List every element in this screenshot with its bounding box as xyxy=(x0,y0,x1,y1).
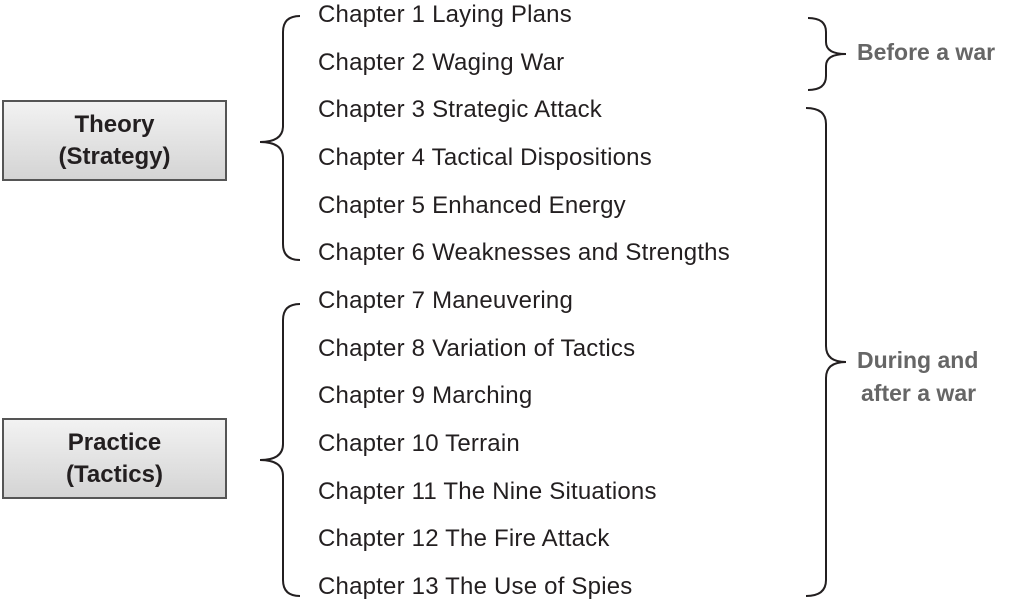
chapter-item: Chapter 5 Enhanced Energy xyxy=(318,192,626,219)
chapter-item: Chapter 13 The Use of Spies xyxy=(318,573,633,600)
chapter-item: Chapter 6 Weaknesses and Strengths xyxy=(318,239,730,266)
chapter-item: Chapter 1 Laying Plans xyxy=(318,1,572,28)
theory-sublabel: (Strategy) xyxy=(58,142,171,170)
practice-box: Practice (Tactics) xyxy=(2,418,227,499)
during-war-label: During and xyxy=(857,347,979,373)
chapter-item: Chapter 9 Marching xyxy=(318,382,533,409)
chapter-item: Chapter 7 Maneuvering xyxy=(318,287,574,314)
chapter-item: Chapter 2 Waging War xyxy=(318,49,565,76)
chapter-item: Chapter 11 The Nine Situations xyxy=(318,478,657,505)
before-war-brace xyxy=(807,17,847,91)
chapter-item: Chapter 10 Terrain xyxy=(318,430,520,457)
after-war-label: after a war xyxy=(861,380,977,406)
practice-sublabel: (Tactics) xyxy=(66,460,163,488)
theory-label: Theory xyxy=(74,110,155,138)
chapter-item: Chapter 8 Variation of Tactics xyxy=(318,335,636,362)
theory-box: Theory (Strategy) xyxy=(2,100,227,181)
theory-brace xyxy=(259,15,301,261)
practice-brace xyxy=(259,303,301,597)
before-war-label: Before a war xyxy=(857,39,996,65)
during-war-brace xyxy=(805,107,847,597)
chapter-item: Chapter 3 Strategic Attack xyxy=(318,96,603,123)
chapter-item: Chapter 4 Tactical Dispositions xyxy=(318,144,652,171)
chapter-item: Chapter 12 The Fire Attack xyxy=(318,525,610,552)
practice-label: Practice xyxy=(67,428,162,456)
